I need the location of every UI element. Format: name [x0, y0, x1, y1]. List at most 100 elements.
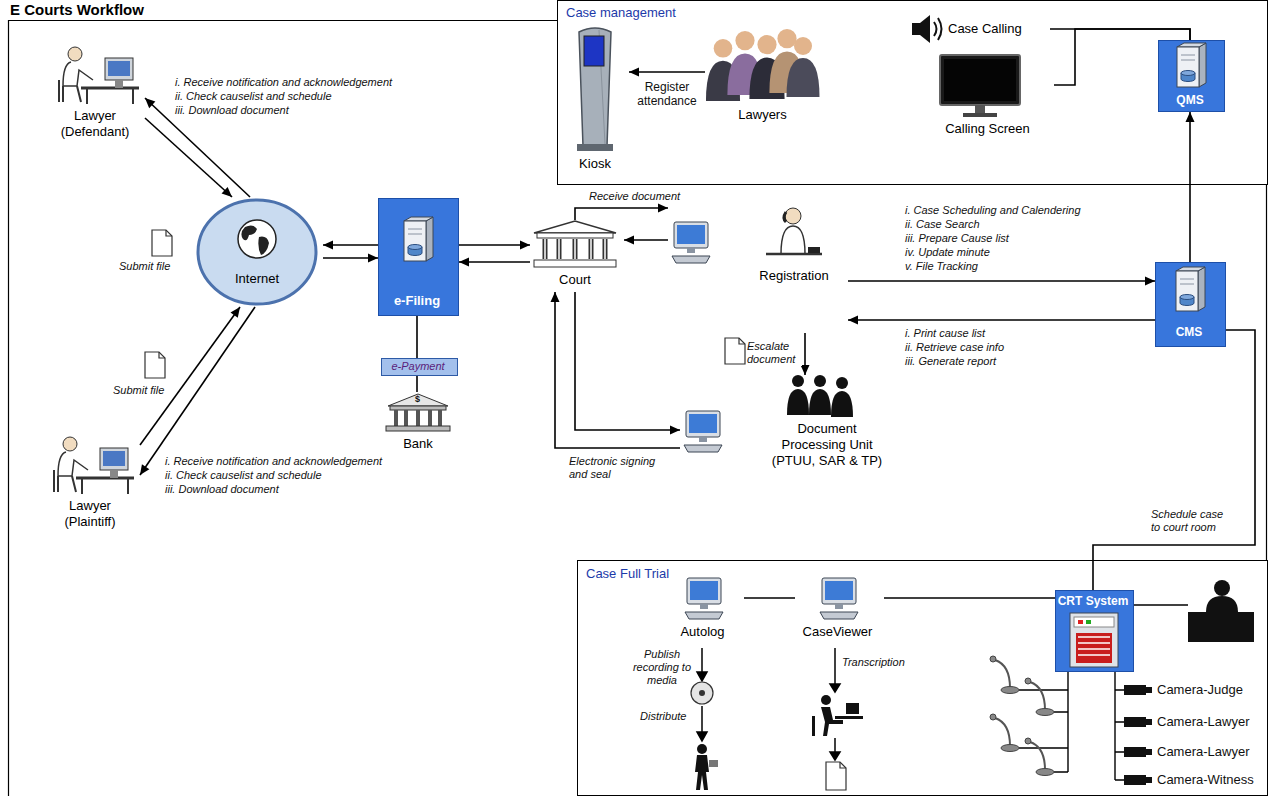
node-icon [105, 58, 133, 80]
node-icon [963, 113, 997, 117]
computer-node: Autolog [665, 578, 744, 644]
annotation-label: i. Print cause list [905, 327, 985, 340]
node-icon [781, 226, 805, 254]
server-box: CRT System [1055, 590, 1134, 672]
node-icon [404, 217, 433, 221]
node-icon [674, 222, 708, 248]
node-label: CRT System [1056, 594, 1130, 608]
node-icon [1198, 267, 1205, 311]
connector [624, 236, 668, 245]
diagram-title: E Courts Workflow [10, 1, 144, 19]
node-icon [1181, 71, 1195, 76]
wire [1131, 604, 1188, 605]
arrowhead [1186, 112, 1195, 122]
microphone [990, 656, 1054, 776]
microphone [1001, 745, 1019, 752]
media-disc [691, 682, 713, 704]
node-icon [766, 253, 822, 256]
node-icon [388, 394, 448, 406]
microphone [1025, 678, 1031, 684]
node-icon [390, 406, 446, 410]
connector-line [629, 71, 705, 73]
processing-unit-node: Document Processing Unit (PTUU, SAR & TP… [680, 375, 890, 472]
node-label: Registration [752, 268, 836, 284]
speaker-node: Case Calling [910, 12, 1050, 46]
node-icon [700, 604, 708, 609]
judge-figure [1188, 580, 1254, 642]
flow-arrow [701, 706, 703, 733]
connector-line [575, 292, 680, 430]
connector-line [145, 118, 232, 197]
edge-label: Submit file [112, 384, 165, 397]
node-icon [82, 478, 128, 494]
annotation-label: Camera-Witness [1157, 772, 1254, 788]
page-frame [1266, 185, 1267, 560]
node-icon [686, 411, 720, 437]
node-icon [690, 581, 718, 600]
node-icon [1199, 43, 1206, 87]
camera [1146, 719, 1152, 725]
connector [459, 241, 530, 250]
judge-figure [1188, 612, 1254, 642]
wire [1067, 672, 1068, 772]
flow-arrow [830, 684, 840, 692]
flow-arrow [834, 648, 836, 685]
connector [1093, 330, 1255, 590]
internet-circle: Internet [195, 197, 323, 307]
node-icon [944, 59, 1016, 101]
node-label: Autolog [665, 624, 740, 640]
node-label: Lawyer (Plaintiff) [50, 498, 130, 530]
camera [1124, 685, 1146, 695]
node-label: Case Calling [948, 21, 1022, 37]
microphone [990, 656, 996, 662]
node-icon [76, 477, 134, 480]
connector-line [884, 597, 1055, 599]
node-label: Bank [380, 436, 456, 452]
document-icon [166, 230, 172, 236]
node-icon [777, 29, 796, 48]
connector-line [140, 307, 240, 445]
node-label: Internet [195, 271, 319, 287]
node-label: Document Processing Unit (PTUU, SAR & TP… [766, 421, 888, 469]
flow-arrow [697, 648, 840, 760]
annotation-label: ii. Retrieve case info [905, 341, 1004, 354]
node-icon [912, 23, 920, 35]
connector [145, 118, 232, 197]
microphone [995, 718, 1010, 746]
node-icon [81, 87, 139, 90]
microphone [1025, 738, 1031, 744]
server-box: QMS [1158, 40, 1225, 112]
media-disc [691, 682, 713, 704]
node-label: Court [530, 272, 620, 288]
node-icon [831, 391, 853, 417]
screen-node: Calling Screen [925, 55, 1054, 150]
annotation-label: iii. Prepare Cause list [905, 232, 1009, 245]
lawyer-node: Lawyer (Plaintiff) [40, 430, 140, 533]
media-disc [699, 690, 705, 696]
edge-label: Escalate document [746, 340, 802, 366]
node-icon [115, 80, 123, 88]
annotation-label: ii. Check causelist and schedule [165, 469, 322, 482]
connector [417, 376, 418, 392]
microphone [1001, 687, 1019, 694]
node-icon [699, 437, 707, 442]
person-figure [695, 695, 863, 790]
person-figure [709, 760, 718, 767]
annotation-label: Camera-Lawyer [1157, 714, 1249, 730]
node-icon [426, 217, 433, 261]
camera [1124, 717, 1146, 727]
microphone [990, 714, 996, 720]
person-figure [697, 744, 707, 754]
node-icon [1078, 620, 1083, 624]
connector-line [416, 316, 418, 358]
node-label: e-Filing [379, 293, 455, 309]
annotation-label: i. Receive notification and acknowledgem… [165, 455, 382, 468]
annotation-label: Publish recording to media [630, 648, 694, 687]
node-icon [1076, 633, 1112, 663]
connector [1050, 29, 1190, 40]
arrowhead [801, 365, 810, 375]
node-icon [103, 451, 125, 466]
lawyer-node: Lawyer (Defendant) [45, 40, 145, 143]
connector [417, 316, 418, 358]
